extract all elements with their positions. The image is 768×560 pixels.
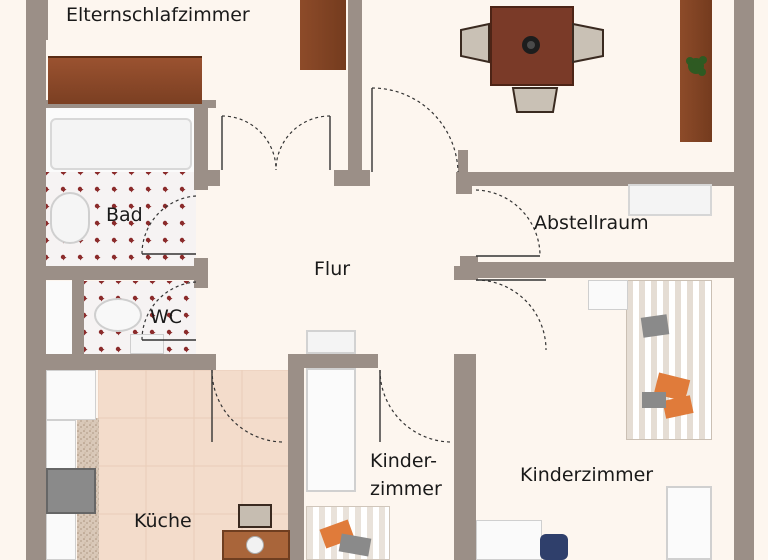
kinder-large-chair bbox=[540, 534, 568, 560]
wall-v-kinder bbox=[454, 354, 476, 560]
abstell-shelf bbox=[628, 184, 712, 216]
kinder-large-wardrobe bbox=[666, 486, 712, 560]
kinder-large-nightstand bbox=[588, 280, 628, 310]
bathtub bbox=[50, 118, 192, 170]
kueche-stove bbox=[46, 468, 96, 514]
label-flur: Flur bbox=[314, 258, 351, 280]
kueche-plate bbox=[246, 536, 264, 554]
label-kinder-small-1: Kinder- bbox=[370, 450, 437, 472]
kueche-chair bbox=[238, 504, 272, 528]
wall-h-kinder-small-top bbox=[288, 354, 378, 368]
wall-bad-stub bbox=[204, 170, 220, 186]
living-chairs bbox=[460, 22, 604, 113]
label-kueche: Küche bbox=[134, 510, 192, 532]
wall-h-wc-kueche bbox=[46, 354, 216, 370]
kinder-large-pillow-d bbox=[642, 392, 666, 408]
wall-outer-left bbox=[26, 0, 46, 560]
kinder-large-desk bbox=[476, 520, 542, 560]
wall-h-abstell-top bbox=[456, 172, 736, 186]
label-abstell: Abstellraum bbox=[534, 212, 649, 234]
wall-h-bedroom-left bbox=[46, 100, 216, 108]
wall-h-abstell-bottom bbox=[462, 262, 736, 278]
wall-v-wc-inner bbox=[72, 280, 84, 356]
wc-sink bbox=[130, 334, 164, 354]
kueche-tiles bbox=[98, 370, 288, 560]
wall-abstell-stub bbox=[460, 256, 478, 280]
label-kinder-small-2: zimmer bbox=[370, 478, 442, 500]
wall-top-left bbox=[26, 0, 48, 40]
room-floor-wc-strip bbox=[46, 281, 72, 355]
wall-v-bad-right bbox=[194, 100, 208, 190]
wall-h-bad-wc bbox=[46, 266, 206, 280]
wall-corner-a bbox=[334, 170, 370, 186]
label-bad: Bad bbox=[106, 204, 143, 226]
wc-toilet bbox=[94, 298, 142, 332]
bad-sink bbox=[50, 192, 90, 244]
kueche-counter-a bbox=[46, 370, 96, 420]
wall-v-bedroom-living bbox=[348, 0, 362, 172]
bedroom-nightstand bbox=[300, 0, 346, 70]
wall-living-stub bbox=[458, 150, 468, 186]
wall-v-kueche-right bbox=[288, 354, 304, 560]
bedroom-wardrobe bbox=[48, 56, 202, 104]
plant-icon bbox=[686, 56, 707, 76]
label-wc: WC bbox=[150, 306, 183, 328]
label-eltern: Elternschlafzimmer bbox=[66, 4, 250, 26]
wall-outer-right bbox=[734, 0, 754, 560]
wall-v-bad-right-lower bbox=[194, 258, 208, 288]
label-kinder-large: Kinderzimmer bbox=[520, 464, 654, 486]
kinder-small-wardrobe bbox=[306, 368, 356, 492]
flur-sink bbox=[306, 330, 356, 354]
